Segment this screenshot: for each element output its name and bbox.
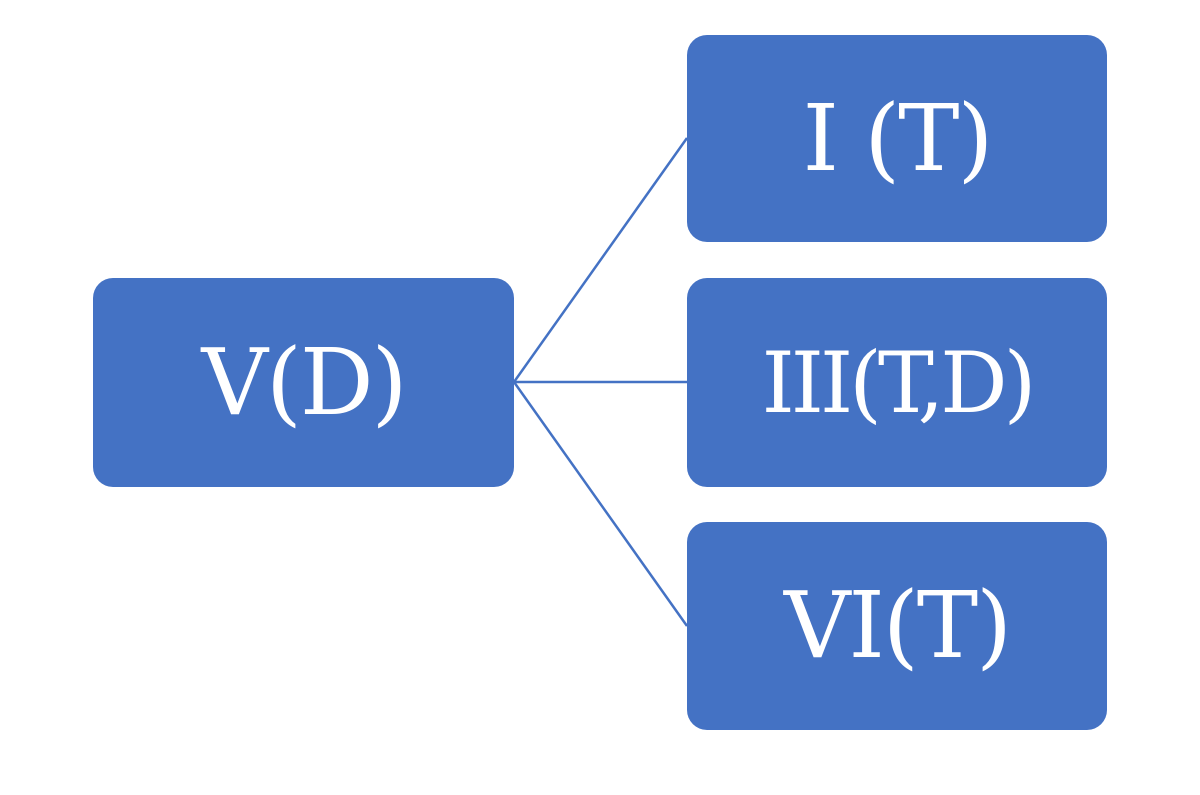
child-node-top-label: I (T) <box>802 84 994 192</box>
root-node-label: V(D) <box>201 328 408 436</box>
child-node-bottom-label: VI(T) <box>784 572 1012 679</box>
child-node-middle-label: III(T,D) <box>761 333 1037 432</box>
connector-root-to-top <box>512 137 689 383</box>
child-node-middle: III(T,D) <box>687 278 1107 487</box>
root-node: V(D) <box>93 278 514 487</box>
child-node-top: I (T) <box>687 35 1107 242</box>
connector-root-to-bottom <box>512 381 689 627</box>
child-node-bottom: VI(T) <box>687 522 1107 730</box>
